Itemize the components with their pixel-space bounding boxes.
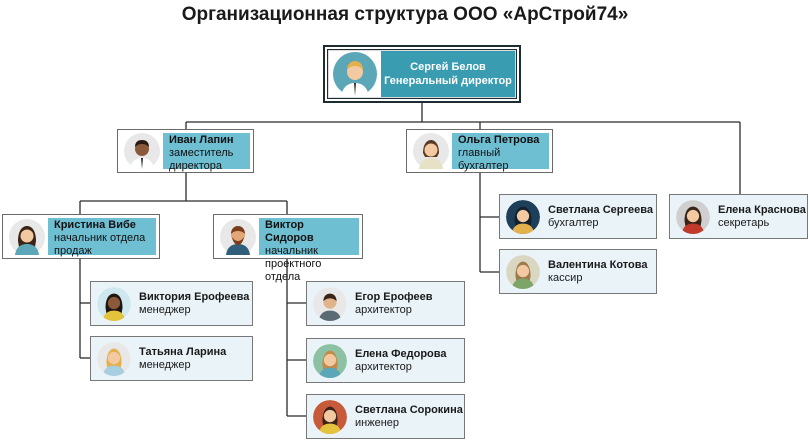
sales-head-name: Кристина Вибе bbox=[54, 219, 136, 231]
chief-accountant-card[interactable]: Ольга Петрова главный бухгалтер bbox=[406, 129, 553, 173]
cashier-card[interactable]: Валентина Котова кассир bbox=[499, 249, 657, 294]
project-head-role-line2: проектного отдела bbox=[265, 258, 322, 283]
woman-avatar-icon bbox=[313, 399, 347, 434]
engineer-name: Светлана Сорокина bbox=[355, 403, 463, 416]
project-head-name: Виктор Сидоров bbox=[265, 219, 314, 244]
chief-accountant-role-line2: бухгалтер bbox=[458, 160, 509, 172]
project-head-role-line1: начальник bbox=[265, 245, 318, 257]
architect-2-card[interactable]: Елена Федорова архитектор bbox=[306, 338, 465, 383]
engineer-card[interactable]: Светлана Сорокина инженер bbox=[306, 394, 465, 439]
chief-accountant-role-line1: главный bbox=[458, 147, 501, 159]
sales-head-role-line1: начальник отдела bbox=[54, 232, 146, 244]
man-avatar-icon bbox=[124, 133, 160, 169]
accountant-name: Светлана Сергеева bbox=[548, 203, 654, 216]
woman-avatar-icon bbox=[413, 133, 449, 169]
cashier-name: Валентина Котова bbox=[548, 258, 648, 271]
ceo-photo bbox=[329, 51, 381, 97]
woman-avatar-icon bbox=[506, 254, 540, 289]
ceo-card[interactable]: Сергей Белов Генеральный директор bbox=[323, 45, 521, 103]
deputy-card[interactable]: Иван Лапин заместитель директора bbox=[117, 129, 254, 173]
man-avatar-icon bbox=[313, 286, 347, 321]
ceo-role: Генеральный директор bbox=[384, 75, 512, 87]
secretary-photo bbox=[676, 199, 710, 234]
secretary-name: Елена Краснова bbox=[718, 203, 806, 216]
deputy-role-line2: директора bbox=[169, 160, 223, 172]
cashier-photo bbox=[506, 254, 540, 289]
cashier-role: кассир bbox=[548, 271, 583, 284]
man-avatar-icon bbox=[220, 218, 256, 255]
sales-head-card[interactable]: Кристина Вибе начальник отдела продаж bbox=[2, 214, 160, 259]
chart-title: Организационная структура ООО «АрСтрой74… bbox=[181, 4, 629, 25]
sales-manager-2-name: Татьяна Ларина bbox=[139, 345, 227, 358]
sales-manager-1-name: Виктория Ерофеева bbox=[139, 290, 250, 303]
architect-1-role: архитектор bbox=[355, 303, 412, 316]
chief-accountant-photo bbox=[410, 133, 452, 169]
architect-2-photo bbox=[313, 343, 347, 378]
architect-1-card[interactable]: Егор Ерофеев архитектор bbox=[306, 281, 465, 326]
woman-avatar-icon bbox=[97, 286, 131, 321]
woman-avatar-icon bbox=[313, 343, 347, 378]
architect-2-name: Елена Федорова bbox=[355, 347, 447, 360]
accountant-card[interactable]: Светлана Сергеева бухгалтер bbox=[499, 194, 657, 239]
sales-manager-1-card[interactable]: Виктория Ерофеева менеджер bbox=[90, 281, 253, 326]
project-head-photo bbox=[217, 218, 259, 255]
woman-avatar-icon bbox=[97, 341, 131, 376]
sales-manager-2-role: менеджер bbox=[139, 358, 191, 371]
accountant-role: бухгалтер bbox=[548, 216, 599, 229]
secretary-card[interactable]: Елена Краснова секретарь bbox=[669, 194, 808, 239]
sales-head-role-line2: продаж bbox=[54, 245, 92, 257]
accountant-photo bbox=[506, 199, 540, 234]
secretary-role: секретарь bbox=[718, 216, 770, 229]
man-avatar-icon bbox=[333, 52, 377, 96]
deputy-name: Иван Лапин bbox=[169, 134, 234, 146]
deputy-role-line1: заместитель bbox=[169, 147, 234, 159]
project-head-card[interactable]: Виктор Сидоров начальник проектного отде… bbox=[213, 214, 363, 283]
sales-manager-2-card[interactable]: Татьяна Ларина менеджер bbox=[90, 336, 253, 381]
engineer-role: инженер bbox=[355, 416, 400, 429]
woman-avatar-icon bbox=[676, 199, 710, 234]
architect-2-role: архитектор bbox=[355, 360, 412, 373]
woman-avatar-icon bbox=[9, 218, 45, 255]
deputy-photo bbox=[121, 133, 163, 169]
ceo-name: Сергей Белов bbox=[410, 61, 486, 73]
sales-manager-1-photo bbox=[97, 286, 131, 321]
sales-head-photo bbox=[6, 218, 48, 255]
sales-manager-1-role: менеджер bbox=[139, 303, 191, 316]
sales-manager-2-photo bbox=[97, 341, 131, 376]
architect-1-photo bbox=[313, 286, 347, 321]
woman-avatar-icon bbox=[506, 199, 540, 234]
chief-accountant-name: Ольга Петрова bbox=[458, 134, 540, 146]
engineer-photo bbox=[313, 399, 347, 434]
architect-1-name: Егор Ерофеев bbox=[355, 290, 433, 303]
